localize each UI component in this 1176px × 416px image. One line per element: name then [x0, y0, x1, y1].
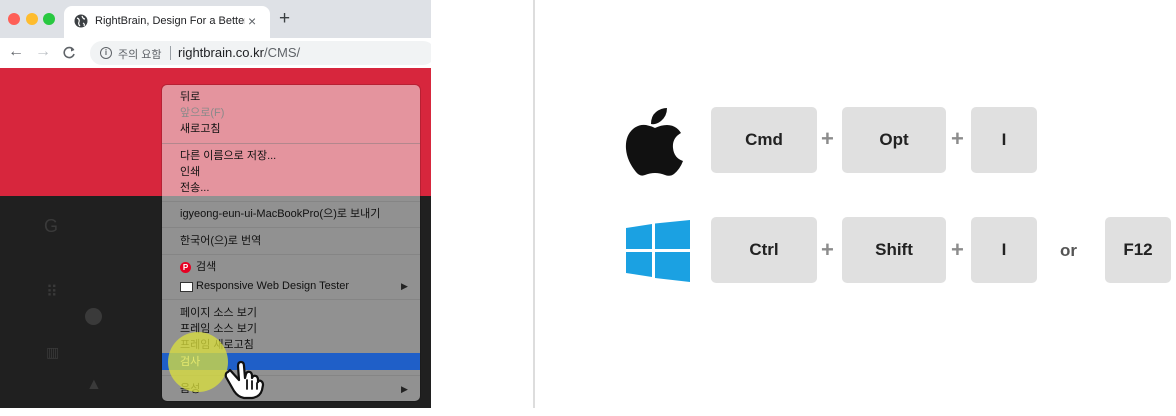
- browser-tab[interactable]: RightBrain, Design For a Better ×: [64, 6, 270, 38]
- menu-item-send[interactable]: 전송...: [180, 182, 210, 194]
- key-i: I: [971, 107, 1037, 173]
- menu-item-responsive-tester[interactable]: Responsive Web Design Tester: [196, 280, 350, 292]
- menu-item-print[interactable]: 인쇄: [180, 166, 201, 178]
- menu-item-reload[interactable]: 새로고침: [180, 123, 221, 135]
- browser-screenshot: RightBrain, Design For a Better × + ← → …: [0, 0, 431, 408]
- browser-toolbar: ← → i 주의 요함 rightbrain.co.kr/CMS/: [0, 38, 431, 68]
- new-tab-button[interactable]: +: [279, 8, 291, 29]
- forward-button[interactable]: →: [35, 43, 51, 60]
- menu-separator: [162, 227, 420, 228]
- plus-sign: +: [821, 237, 834, 262]
- submenu-arrow-icon: ▶: [401, 384, 408, 394]
- url-host: rightbrain.co.kr: [178, 45, 264, 60]
- key-cmd: Cmd: [711, 107, 817, 173]
- click-highlight: [168, 332, 228, 392]
- reload-icon[interactable]: [62, 46, 76, 60]
- triangle-icon: ▲: [86, 376, 102, 393]
- menu-item-search[interactable]: 검색: [196, 261, 217, 273]
- menu-item-save-as[interactable]: 다른 이름으로 저장...: [180, 150, 277, 162]
- tab-close-button[interactable]: ×: [248, 13, 257, 29]
- minimize-window-button[interactable]: [26, 13, 38, 25]
- menu-item-forward: 앞으로(F): [180, 107, 225, 119]
- menu-item-back[interactable]: 뒤로: [180, 91, 201, 103]
- menu-item-translate[interactable]: 한국어(으)로 번역: [180, 235, 262, 247]
- menu-item-send-to-device[interactable]: igyeong-eun-ui-MacBookPro(으)로 보내기: [180, 208, 381, 220]
- menu-item-view-source[interactable]: 페이지 소스 보기: [180, 307, 257, 319]
- submenu-arrow-icon: ▶: [401, 281, 408, 291]
- apple-icon: [625, 108, 683, 176]
- address-bar[interactable]: i 주의 요함 rightbrain.co.kr/CMS/: [90, 41, 431, 65]
- url-text: rightbrain.co.kr/CMS/: [178, 45, 300, 60]
- key-opt: Opt: [842, 107, 946, 173]
- or-label: or: [1060, 241, 1077, 260]
- key-ctrl: Ctrl: [711, 217, 817, 283]
- maximize-window-button[interactable]: [43, 13, 55, 25]
- browser-titlebar: RightBrain, Design For a Better × +: [0, 0, 431, 38]
- pointer-hand-icon: [224, 360, 265, 400]
- grid-icon: ⠿: [46, 284, 58, 301]
- key-i: I: [971, 217, 1037, 283]
- close-window-button[interactable]: [8, 13, 20, 25]
- info-icon[interactable]: i: [100, 47, 112, 59]
- circle-icon: [85, 308, 102, 325]
- plus-sign: +: [951, 237, 964, 262]
- plus-sign: +: [951, 126, 964, 151]
- menu-separator: [162, 143, 420, 144]
- back-button[interactable]: ←: [8, 43, 24, 60]
- logo-g-icon: G: [44, 216, 59, 236]
- bars-icon: ▥: [46, 344, 60, 360]
- menu-separator: [162, 201, 420, 202]
- plus-sign: +: [821, 126, 834, 151]
- panel-divider: [533, 0, 535, 408]
- menu-separator: [162, 299, 420, 300]
- url-path: /CMS/: [263, 45, 301, 60]
- key-shift: Shift: [842, 217, 946, 283]
- responsive-tester-icon: [180, 282, 193, 292]
- pinterest-icon: P: [180, 262, 191, 273]
- omnibox-separator: [170, 46, 171, 60]
- security-warning: 주의 요함: [118, 49, 162, 61]
- key-f12: F12: [1105, 217, 1171, 283]
- windows-icon: [626, 220, 690, 282]
- menu-separator: [162, 375, 420, 376]
- tab-title: RightBrain, Design For a Better: [95, 15, 245, 27]
- globe-icon: [74, 14, 88, 28]
- menu-separator: [162, 254, 420, 255]
